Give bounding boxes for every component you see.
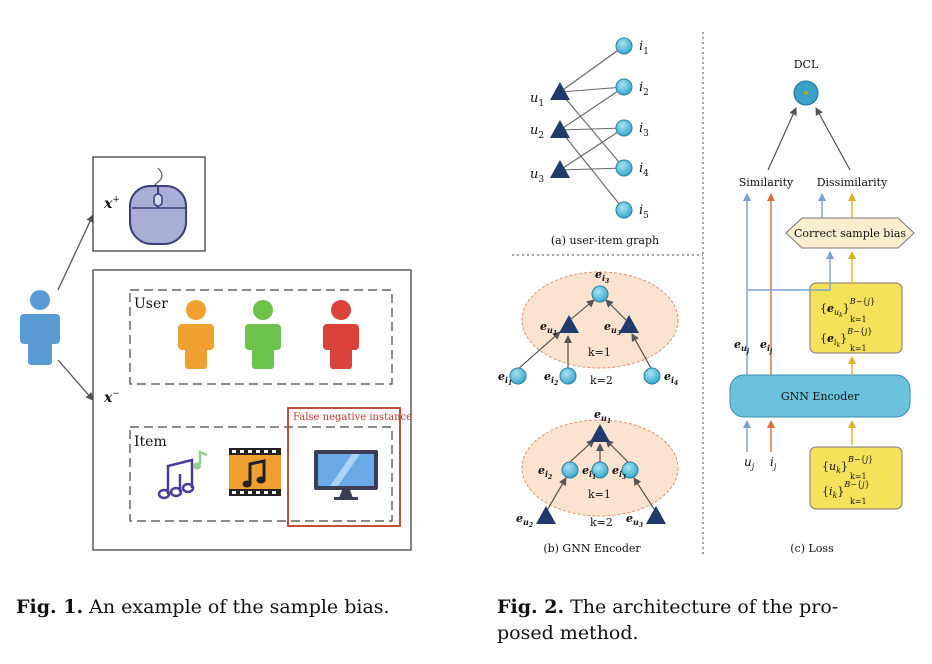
music-note-icon xyxy=(157,450,208,500)
svg-text:k=1: k=1 xyxy=(850,497,867,506)
user-label: u2 xyxy=(530,123,544,141)
user-orange-icon xyxy=(178,300,214,369)
item-node xyxy=(615,119,633,137)
false-negative-box xyxy=(287,407,401,527)
similarity-label: Similarity xyxy=(739,176,794,189)
positive-box xyxy=(92,156,206,252)
item-node xyxy=(615,159,633,177)
item-label: i2 xyxy=(639,80,649,98)
item-label: i3 xyxy=(639,121,649,139)
user-green-icon xyxy=(245,300,281,369)
svg-text:eu3: eu3 xyxy=(626,512,643,529)
item-label: i5 xyxy=(639,203,649,221)
correct-bias-label: Correct sample bias xyxy=(794,227,906,240)
k2-label-bottom: k=2 xyxy=(590,516,613,529)
svg-text:k=1: k=1 xyxy=(850,344,867,353)
fig1: x+ x− User Item xyxy=(20,156,412,551)
svg-text:k=1: k=1 xyxy=(850,315,867,324)
item-group xyxy=(129,426,393,522)
fig1-caption-text: An example of the sample bias. xyxy=(89,596,390,618)
fig2-caption: Fig. 2. The architecture of the pro- pos… xyxy=(497,594,917,646)
item-node xyxy=(615,78,633,96)
dcl-label: DCL xyxy=(794,58,819,71)
user-node xyxy=(550,82,570,100)
user-nodes xyxy=(550,82,570,178)
loss-diagram: DCL Similarity Dissimilarity Correct sam… xyxy=(729,58,915,555)
user-label: u1 xyxy=(530,91,544,109)
user-item-graph: i1 i2 i3 i4 i5 u1 u2 u3 (a) user-item gr… xyxy=(530,37,659,247)
fig2-caption-prefix: Fig. 2. xyxy=(497,596,565,618)
k1-label-bottom: k=1 xyxy=(588,488,611,501)
svg-text:eu2: eu2 xyxy=(516,512,533,529)
user-group-label: User xyxy=(134,296,168,312)
neighborhood-ellipse xyxy=(521,271,679,369)
fig1-caption: Fig. 1. An example of the sample bias. xyxy=(16,594,390,620)
user-label: u3 xyxy=(530,167,544,185)
item-group-label: Item xyxy=(134,434,167,450)
embedding-set-box xyxy=(809,282,903,354)
film-music-icon xyxy=(229,448,281,496)
negative-box xyxy=(92,269,412,551)
monitor-icon xyxy=(314,450,378,500)
correct-bias-hexagon xyxy=(785,217,915,249)
item-node xyxy=(615,201,633,219)
uj-label: uj xyxy=(744,455,755,471)
svg-text:eu1: eu1 xyxy=(540,320,557,337)
subcaption-a: (a) user-item graph xyxy=(551,234,659,247)
svg-text:eu1: eu1 xyxy=(594,408,611,425)
item-node xyxy=(615,37,633,55)
svg-text:eij: eij xyxy=(760,338,773,355)
k1-label-top: k=1 xyxy=(588,346,611,359)
mouse-icon xyxy=(129,167,187,245)
gnn-encoder-diagram: ei3 eu1 eu3 ei1 ei2 ei4 k=1 k=2 eu1 ei2 … xyxy=(498,268,679,555)
fig2-caption-line1: The architecture of the pro- xyxy=(570,596,839,618)
fig1-caption-prefix: Fig. 1. xyxy=(16,596,84,618)
user-node xyxy=(550,160,570,178)
fig2-caption-line2: posed method. xyxy=(497,622,639,644)
svg-text:euj: euj xyxy=(734,338,750,355)
svg-text:ei2: ei2 xyxy=(544,370,558,387)
item-nodes xyxy=(615,37,633,219)
svg-text:eu3: eu3 xyxy=(604,320,621,337)
svg-text:ei4: ei4 xyxy=(664,370,678,387)
k2-label-top: k=2 xyxy=(590,374,613,387)
gnn-encoder-box xyxy=(729,374,911,418)
xminus-label: x− xyxy=(103,389,120,406)
dissimilarity-label: Dissimilarity xyxy=(817,176,888,189)
subcaption-c: (c) Loss xyxy=(790,542,834,555)
item-label: i1 xyxy=(639,39,649,57)
subcaption-b: (b) GNN Encoder xyxy=(543,542,641,555)
user-red-icon xyxy=(323,300,359,369)
user-group xyxy=(129,289,393,385)
xplus-label: x+ xyxy=(103,195,120,212)
user-node xyxy=(550,120,570,138)
svg-text:k=1: k=1 xyxy=(850,472,867,481)
item-label: i4 xyxy=(639,161,649,179)
ij-label: ij xyxy=(770,455,777,471)
false-negative-label: False negative instance xyxy=(293,412,412,423)
gnn-encoder-label: GNN Encoder xyxy=(781,390,860,403)
sample-set-box xyxy=(809,446,903,510)
anchor-user-icon xyxy=(20,290,60,365)
